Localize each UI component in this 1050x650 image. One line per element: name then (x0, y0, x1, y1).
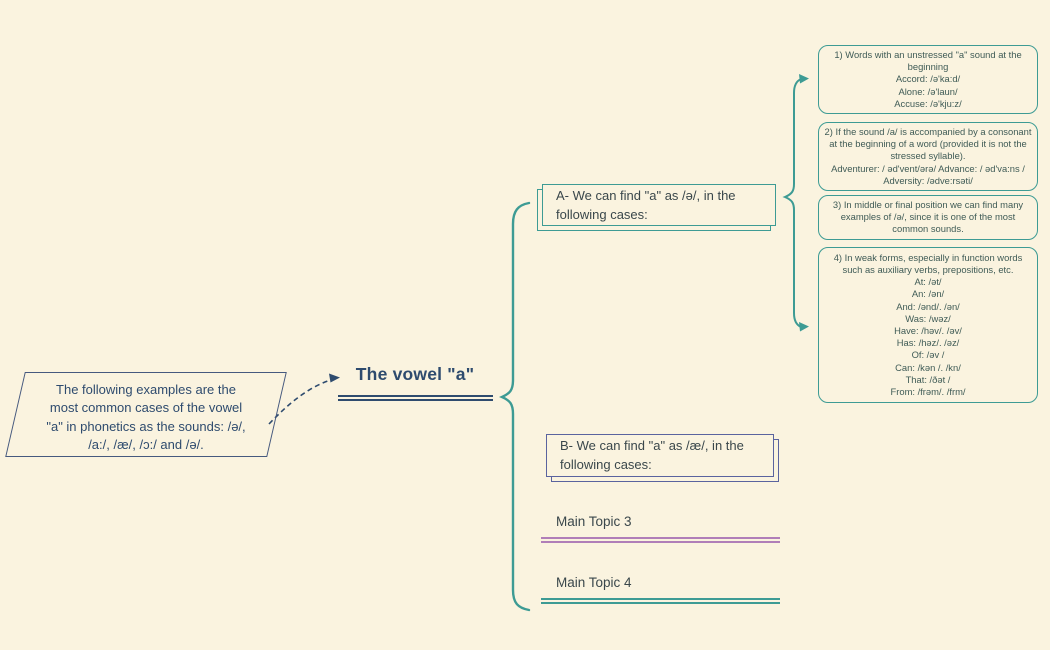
subtopic-arrowhead-top-icon (799, 74, 809, 84)
main-topic-4[interactable]: Main Topic 4 (556, 575, 632, 590)
subtopic-4-weak-forms[interactable]: 4) In weak forms, especially in function… (818, 247, 1038, 403)
topic-b-label: B- We can find "a" as /æ/, in the follow… (560, 438, 744, 472)
topic-a[interactable]: A- We can find "a" as /ə/, in the follow… (537, 184, 776, 231)
root-brace-connector (499, 201, 531, 612)
topic-b[interactable]: B- We can find "a" as /æ/, in the follow… (546, 434, 779, 482)
topic-b-face (546, 434, 774, 477)
root-topic[interactable]: The vowel "a" (330, 364, 500, 401)
root-topic-title: The vowel "a" (355, 364, 475, 384)
subtopic-arrowhead-bottom-icon (799, 322, 809, 332)
subtopic-3-middle-final-position[interactable]: 3) In middle or final position we can fi… (818, 195, 1038, 240)
main-topic-3-underline (541, 537, 780, 543)
topic-a-face (542, 184, 776, 226)
topic-a-label: A- We can find "a" as /ə/, in the follow… (556, 188, 736, 222)
floating-note-text: The following examples are the most comm… (46, 382, 246, 453)
subtopic-1-unstressed-beginning[interactable]: 1) Words with an unstressed "a" sound at… (818, 45, 1038, 115)
subtopic-brace-connector (782, 78, 802, 328)
main-topic-4-underline (541, 598, 780, 604)
floating-note[interactable]: The following examples are the most comm… (5, 372, 287, 457)
root-topic-underline (338, 395, 493, 401)
main-topic-3[interactable]: Main Topic 3 (556, 514, 632, 529)
subtopic-2-consonant-beginning[interactable]: 2) If the sound /a/ is accompanied by a … (818, 122, 1038, 192)
